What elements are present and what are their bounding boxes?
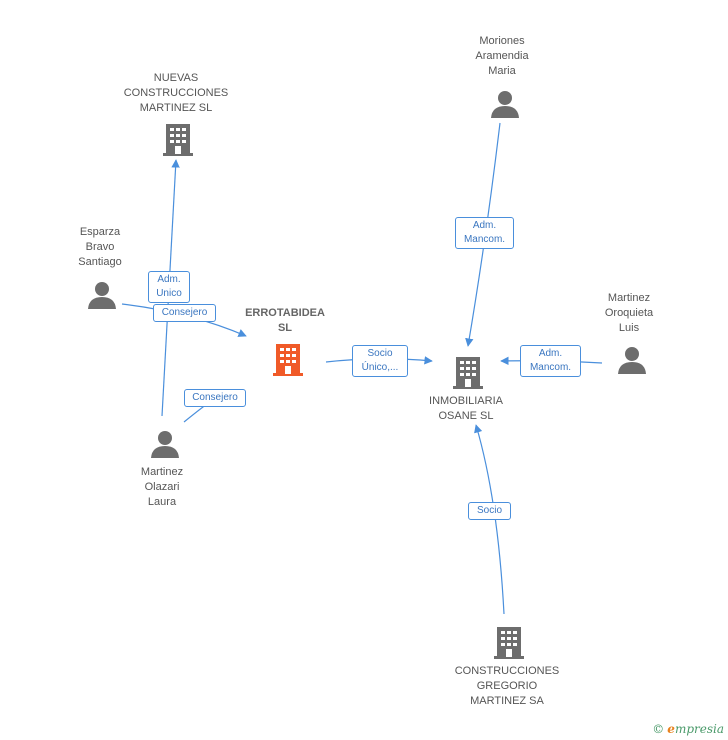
node-label-errotabidea: ERROTABIDEA SL bbox=[245, 307, 325, 334]
node-label-oroquieta: Martinez Oroquieta Luis bbox=[604, 292, 654, 334]
edge-label-socio[interactable]: Socio bbox=[468, 502, 511, 520]
building-icon[interactable] bbox=[272, 342, 304, 376]
edge-label-socio-unico[interactable]: Socio Único,... bbox=[352, 345, 408, 377]
node-label-construcciones: CONSTRUCCIONES GREGORIO MARTINEZ SA bbox=[454, 665, 560, 707]
edge-label-adm-mancom[interactable]: Adm. Mancom. bbox=[520, 345, 581, 377]
building-icon[interactable] bbox=[493, 625, 525, 659]
person-icon[interactable] bbox=[490, 90, 520, 118]
building-icon[interactable] bbox=[452, 355, 484, 389]
node-label-moriones: Moriones Aramendia Maria bbox=[475, 35, 529, 77]
person-icon[interactable] bbox=[150, 430, 180, 458]
brand-initial: e bbox=[667, 722, 675, 736]
copyright-icon: © bbox=[652, 722, 665, 736]
person-icon[interactable] bbox=[617, 346, 647, 374]
person-icon[interactable] bbox=[87, 281, 117, 309]
node-label-nuevas: NUEVAS CONSTRUCCIONES MARTINEZ SL bbox=[123, 72, 229, 114]
node-label-esparza: Esparza Bravo Santiago bbox=[78, 226, 122, 268]
building-icon[interactable] bbox=[162, 122, 194, 156]
edge-label-consejero[interactable]: Consejero bbox=[153, 304, 216, 322]
node-label-inmobiliaria: INMOBILIARIA OSANE SL bbox=[429, 395, 503, 422]
node-label-laura: Martinez Olazari Laura bbox=[140, 466, 184, 508]
edge-label-consejero[interactable]: Consejero bbox=[184, 389, 246, 407]
brand-name: mpresia bbox=[674, 722, 724, 736]
brand-logo: ©empresia bbox=[652, 722, 724, 736]
edge-label-adm-mancom[interactable]: Adm. Mancom. bbox=[455, 217, 514, 249]
edge-label-adm-unico[interactable]: Adm. Unico bbox=[148, 271, 190, 303]
